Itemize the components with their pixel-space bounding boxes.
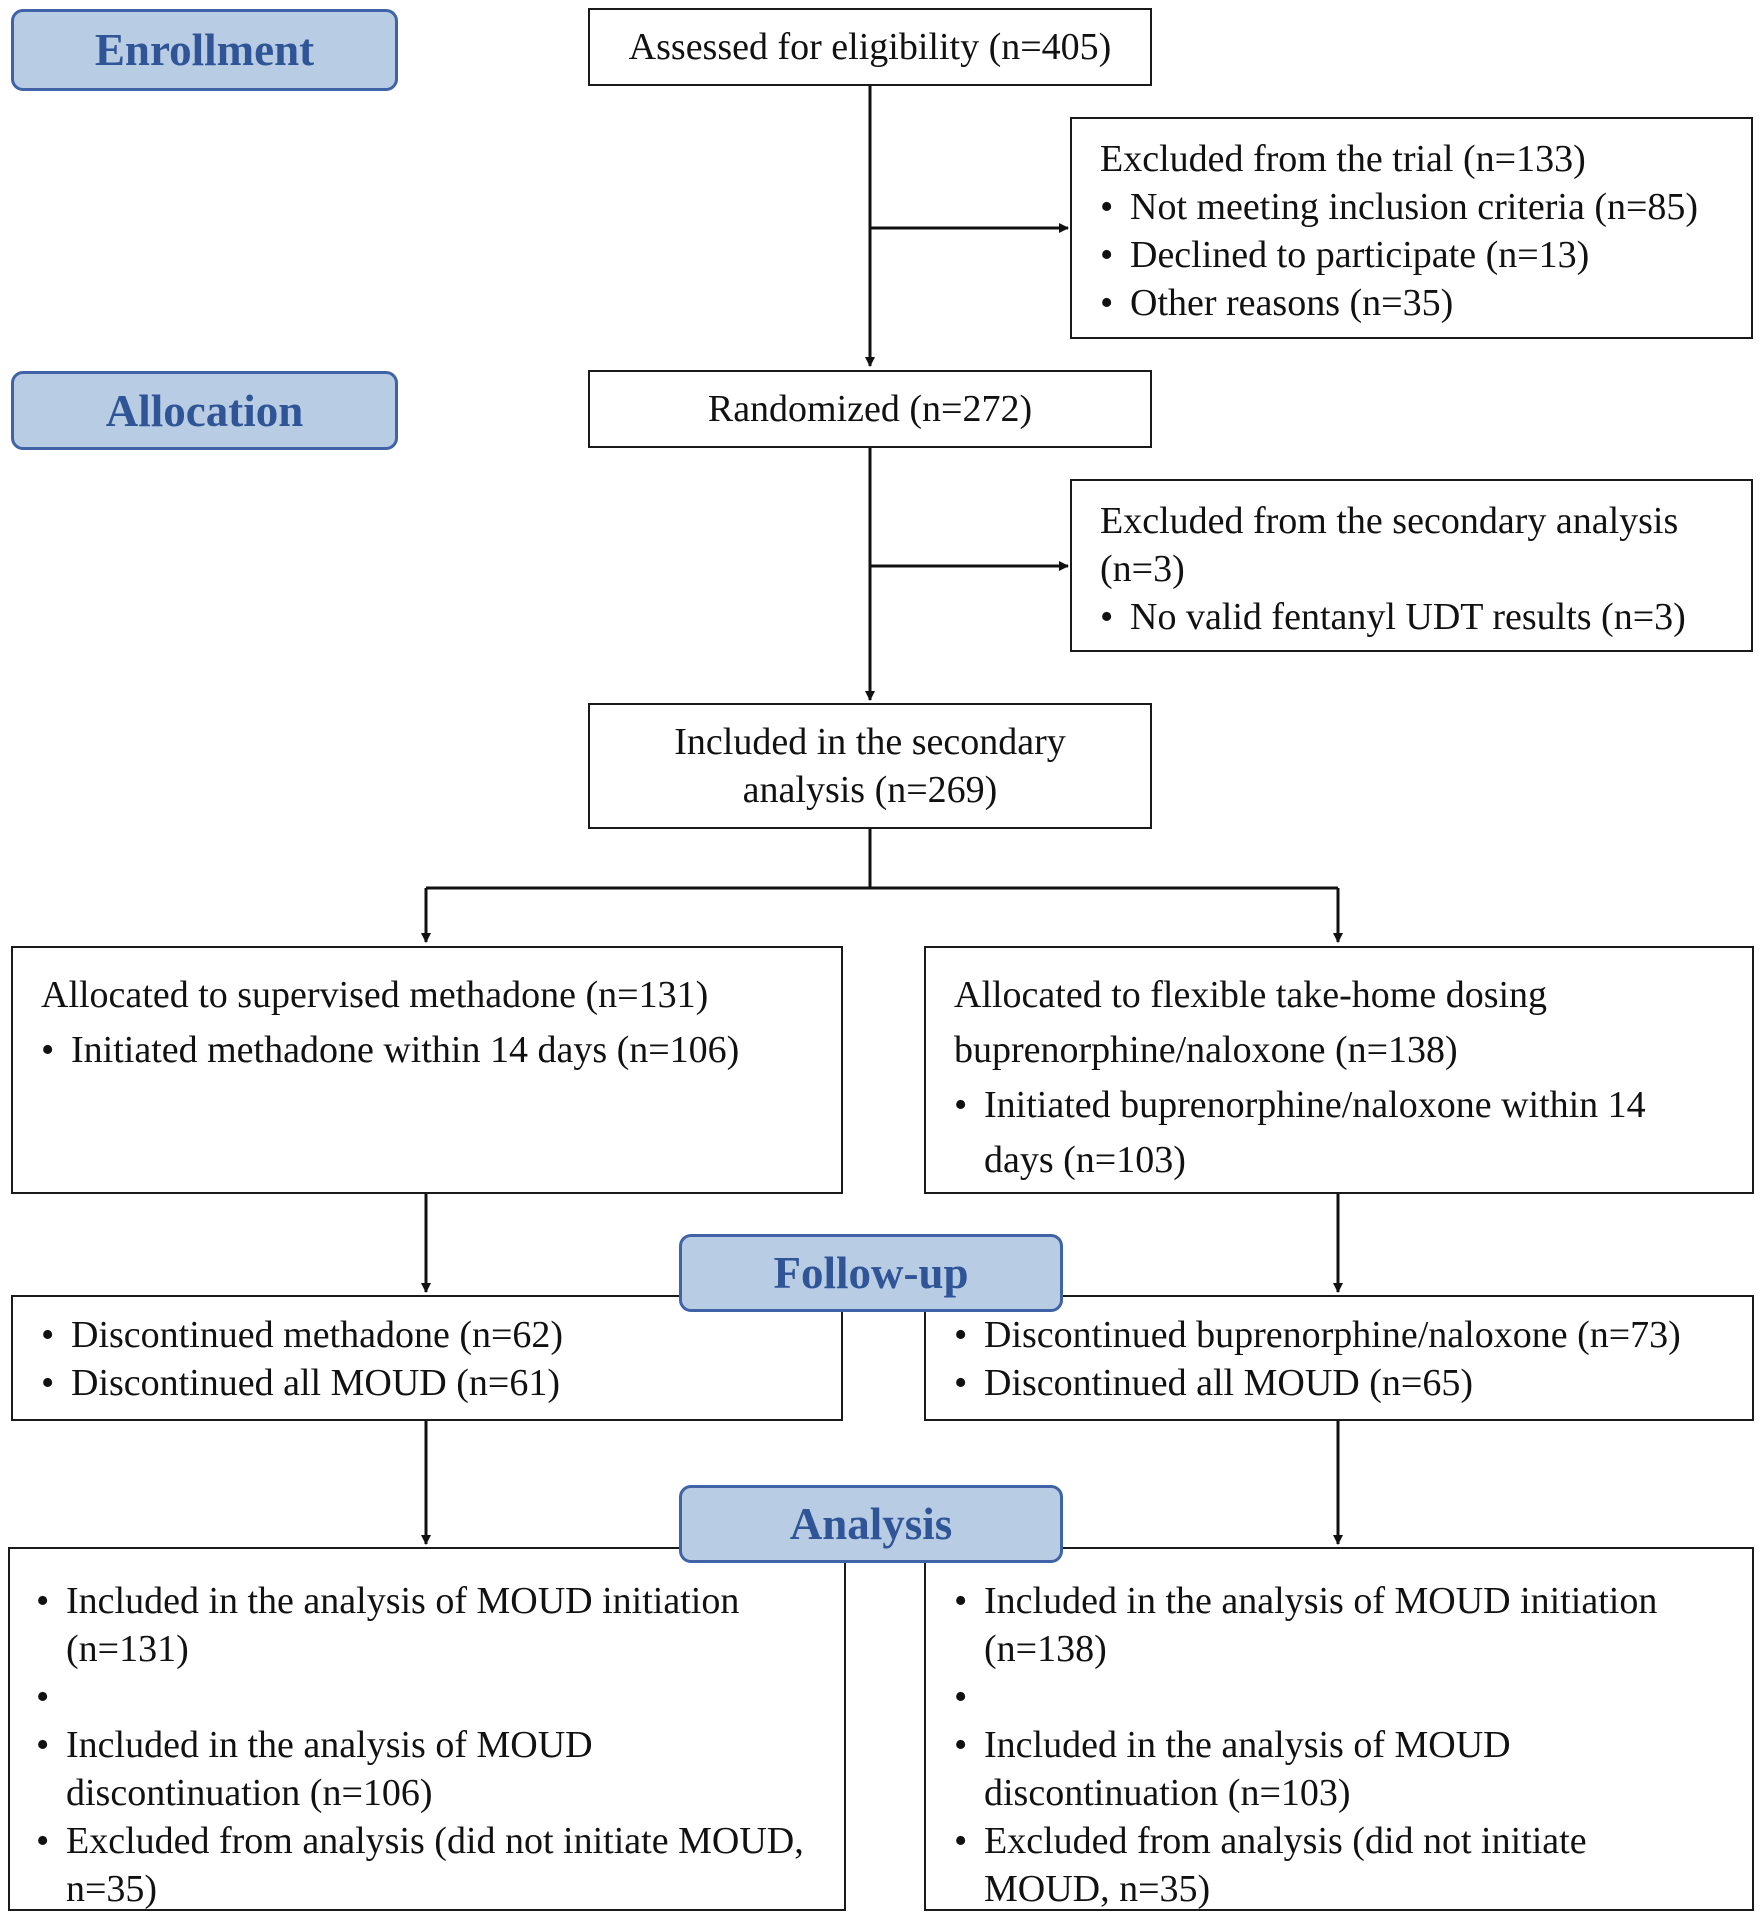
phase-label-text: Enrollment [94, 25, 315, 75]
assessed-box: Assessed for eligibility (n=405) [588, 8, 1152, 86]
buprenorphine-followup-item: Discontinued buprenorphine/naloxone (n=7… [954, 1311, 1724, 1359]
spacer [36, 1673, 808, 1721]
excluded-trial-reason: Other reasons (n=35) [1100, 279, 1723, 327]
excluded-secondary-box: Excluded from the secondary analysis (n=… [1070, 479, 1753, 652]
methadone-followup-item: Discontinued all MOUD (n=61) [41, 1359, 813, 1407]
buprenorphine-allocation-box: Allocated to flexible take-home dosing b… [924, 946, 1754, 1194]
buprenorphine-followup-item: Discontinued all MOUD (n=65) [954, 1359, 1724, 1407]
methadone-analysis-box: Included in the analysis of MOUD initiat… [8, 1547, 846, 1911]
methadone-initiated-item: Initiated methadone within 14 days (n=10… [41, 1023, 813, 1078]
phase-label-enrollment: Enrollment [11, 9, 398, 91]
buprenorphine-allocated-text: Allocated to flexible take-home dosing b… [954, 974, 1548, 1071]
phase-label-allocation: Allocation [11, 371, 398, 450]
randomized-text: Randomized (n=272) [707, 388, 1033, 430]
phase-label-text: Follow-up [773, 1248, 969, 1298]
included-secondary-line1: Included in the secondary [674, 721, 1066, 763]
buprenorphine-analysis-excluded: Excluded from analysis (did not initiate… [954, 1817, 1712, 1913]
methadone-allocation-box: Allocated to supervised methadone (n=131… [11, 946, 843, 1194]
excluded-trial-reason: Not meeting inclusion criteria (n=85) [1100, 183, 1723, 231]
buprenorphine-analysis-box: Included in the analysis of MOUD initiat… [924, 1547, 1754, 1911]
phase-label-text: Allocation [105, 385, 304, 436]
methadone-followup-box: Discontinued methadone (n=62) Discontinu… [11, 1295, 843, 1421]
spacer [954, 1673, 1712, 1721]
phase-label-analysis: Analysis [679, 1485, 1063, 1563]
buprenorphine-analysis-discontinuation: Included in the analysis of MOUD discont… [954, 1721, 1712, 1817]
buprenorphine-analysis-initiation: Included in the analysis of MOUD initiat… [954, 1577, 1712, 1673]
excluded-trial-box: Excluded from the trial (n=133) Not meet… [1070, 117, 1753, 339]
included-secondary-line2: analysis (n=269) [742, 769, 998, 811]
methadone-analysis-discontinuation: Included in the analysis of MOUD discont… [36, 1721, 808, 1817]
phase-label-follow-up: Follow-up [679, 1234, 1063, 1312]
methadone-allocated-text: Allocated to supervised methadone (n=131… [41, 974, 709, 1016]
excluded-trial-reason: Declined to participate (n=13) [1100, 231, 1723, 279]
included-secondary-box: Included in the secondary analysis (n=26… [588, 703, 1152, 829]
randomized-box: Randomized (n=272) [588, 370, 1152, 448]
excluded-secondary-reason: No valid fentanyl UDT results (n=3) [1100, 593, 1723, 641]
phase-label-text: Analysis [789, 1499, 953, 1549]
assessed-text: Assessed for eligibility (n=405) [628, 26, 1112, 68]
excluded-secondary-title: Excluded from the secondary analysis (n=… [1100, 500, 1679, 590]
methadone-analysis-excluded: Excluded from analysis (did not initiate… [36, 1817, 808, 1913]
buprenorphine-initiated-item: Initiated buprenorphine/naloxone within … [954, 1078, 1724, 1188]
methadone-followup-item: Discontinued methadone (n=62) [41, 1311, 813, 1359]
excluded-trial-title: Excluded from the trial (n=133) [1100, 138, 1586, 180]
buprenorphine-followup-box: Discontinued buprenorphine/naloxone (n=7… [924, 1295, 1754, 1421]
methadone-analysis-initiation: Included in the analysis of MOUD initiat… [36, 1577, 808, 1673]
